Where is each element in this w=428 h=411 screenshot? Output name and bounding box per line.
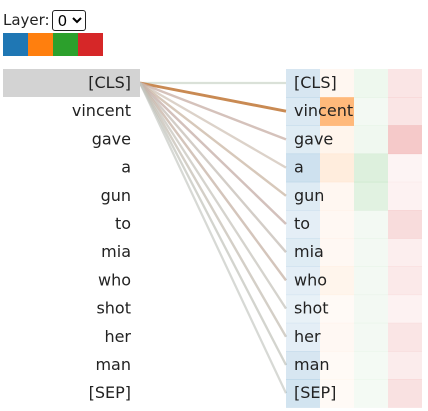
heat-cell xyxy=(388,69,422,98)
right-token[interactable]: to xyxy=(294,214,310,233)
attention-line xyxy=(138,82,288,394)
heat-cell xyxy=(354,238,388,267)
heat-cell xyxy=(286,125,320,155)
heat-cell xyxy=(388,97,422,126)
heat-cell xyxy=(388,379,422,408)
heat-cell xyxy=(286,351,320,380)
heat-cell xyxy=(388,210,422,239)
heat-cell xyxy=(320,181,354,211)
heat-cell xyxy=(320,379,354,408)
left-token[interactable]: to xyxy=(115,214,131,233)
left-token[interactable]: mia xyxy=(101,242,131,261)
head-swatch-0[interactable] xyxy=(3,33,28,56)
heat-cell xyxy=(354,351,388,380)
heat-cell xyxy=(388,153,422,183)
heat-cell xyxy=(354,379,388,408)
heat-cell xyxy=(320,210,354,239)
right-token[interactable]: gave xyxy=(294,129,333,148)
heat-cell xyxy=(354,266,388,296)
head-swatch-2[interactable] xyxy=(53,33,78,56)
left-token[interactable]: man xyxy=(95,355,131,374)
attention-heatmap xyxy=(286,69,422,408)
heat-cell xyxy=(354,181,388,211)
left-token[interactable]: gave xyxy=(92,129,131,148)
attention-line xyxy=(139,82,287,253)
heat-cell xyxy=(320,266,354,296)
left-token[interactable]: a xyxy=(121,158,131,177)
heat-cell xyxy=(354,294,388,324)
left-token[interactable]: shot xyxy=(96,299,131,318)
heat-cell xyxy=(388,351,422,380)
right-token[interactable]: man xyxy=(294,355,330,374)
layer-control: Layer: 0 xyxy=(3,9,86,31)
heat-cell xyxy=(388,294,422,324)
heat-cell xyxy=(286,153,320,183)
heat-cell xyxy=(320,294,354,324)
heat-cell xyxy=(354,125,388,155)
heat-cell xyxy=(388,125,422,155)
left-token[interactable]: [CLS] xyxy=(88,73,131,92)
attention-line xyxy=(139,82,287,197)
attention-line xyxy=(138,82,288,366)
right-token[interactable]: mia xyxy=(294,242,324,261)
head-swatch-3[interactable] xyxy=(78,33,103,56)
attention-lines xyxy=(138,81,288,394)
heat-cell xyxy=(320,125,354,155)
heat-cell xyxy=(320,97,354,126)
right-token[interactable]: who xyxy=(294,270,327,289)
left-token[interactable]: vincent xyxy=(72,101,131,120)
attention-line xyxy=(139,81,287,169)
heat-cell xyxy=(388,266,422,296)
head-swatch-1[interactable] xyxy=(28,33,53,56)
heat-cell xyxy=(388,181,422,211)
attention-line xyxy=(139,81,287,113)
right-token[interactable]: shot xyxy=(294,299,329,318)
attention-line xyxy=(139,82,287,225)
heat-cell xyxy=(286,266,320,296)
left-token[interactable]: her xyxy=(104,327,131,346)
left-token[interactable]: [SEP] xyxy=(89,383,131,402)
heat-cell xyxy=(388,322,422,352)
right-token[interactable]: vincent xyxy=(294,101,353,120)
heat-cell xyxy=(286,238,320,267)
heat-cell xyxy=(286,210,320,239)
heat-cell xyxy=(320,69,354,98)
heat-cell xyxy=(286,379,320,408)
attention-line xyxy=(139,82,287,310)
heat-cell xyxy=(354,69,388,98)
heat-cell xyxy=(286,69,320,98)
right-token[interactable]: [CLS] xyxy=(294,73,337,92)
layer-label: Layer: xyxy=(3,11,50,29)
right-token[interactable]: a xyxy=(294,158,304,177)
selected-token-highlight xyxy=(3,69,140,97)
heat-cell xyxy=(320,322,354,352)
heat-cell xyxy=(320,351,354,380)
heat-cell xyxy=(286,181,320,211)
heat-cell xyxy=(286,294,320,324)
head-color-swatches xyxy=(3,33,103,56)
attention-line xyxy=(139,81,287,141)
heat-cell xyxy=(354,210,388,239)
heat-cell xyxy=(320,238,354,267)
left-token[interactable]: who xyxy=(98,270,131,289)
heat-cell xyxy=(354,97,388,126)
heat-cell xyxy=(320,153,354,183)
attention-line xyxy=(139,82,287,282)
right-token[interactable]: her xyxy=(294,327,321,346)
heat-cell xyxy=(354,322,388,352)
attention-line xyxy=(138,82,288,338)
layer-select[interactable]: 0 xyxy=(51,9,86,31)
right-token[interactable]: gun xyxy=(294,186,324,205)
right-token-column: [CLS] vincent gave a gun to mia who shot her man [S… xyxy=(294,73,353,402)
heat-cell xyxy=(286,97,320,126)
left-token-column: [CLS] vincent gave a gun to mia who shot her man [S… xyxy=(3,69,140,402)
right-token[interactable]: [SEP] xyxy=(294,383,336,402)
left-token[interactable]: gun xyxy=(101,186,131,205)
heat-cell xyxy=(286,322,320,352)
heat-cell xyxy=(388,238,422,267)
heat-cell xyxy=(354,153,388,183)
